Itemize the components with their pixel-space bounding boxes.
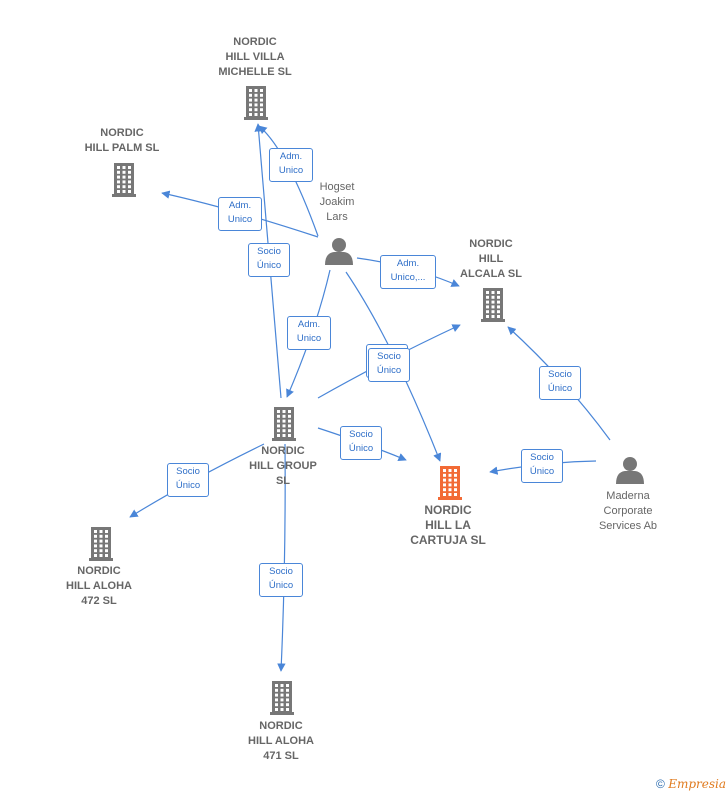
edge-label[interactable]: Socio Único xyxy=(259,563,303,597)
building-icon[interactable] xyxy=(112,163,136,197)
edge-label[interactable]: Adm. Unico xyxy=(218,197,262,231)
copyright-symbol: © xyxy=(656,777,665,791)
building-icon[interactable] xyxy=(481,288,505,322)
edge-label[interactable]: Socio Único xyxy=(167,463,209,497)
node-label-aloha472[interactable]: NORDIC HILL ALOHA 472 SL xyxy=(66,565,132,607)
node-label-villa_michelle[interactable]: NORDIC HILL VILLA MICHELLE SL xyxy=(218,36,292,78)
brand-name: Empresia xyxy=(668,777,726,791)
node-label-palm[interactable]: NORDIC HILL PALM SL xyxy=(84,127,160,154)
edge-label[interactable]: Adm. Unico,... xyxy=(380,255,436,289)
node-label-group[interactable]: NORDIC HILL GROUP SL xyxy=(249,445,317,487)
node-label-alcala[interactable]: NORDIC HILL ALCALA SL xyxy=(460,238,522,280)
footer-brand: © Empresia xyxy=(656,777,726,791)
edge-label[interactable]: Socio Único xyxy=(340,426,382,460)
edge-group-aloha471 xyxy=(277,443,286,672)
person-icon[interactable] xyxy=(325,238,353,265)
edge-label[interactable]: Adm. Unico xyxy=(287,316,331,350)
person-icon[interactable] xyxy=(616,457,644,484)
edge-label[interactable]: Socio Único xyxy=(248,243,290,277)
edge-label[interactable]: Socio Único xyxy=(368,348,410,382)
edge-label[interactable]: Socio Único xyxy=(539,366,581,400)
node-label-hogset[interactable]: Hogset Joakim Lars xyxy=(319,181,355,223)
building-icon[interactable] xyxy=(272,407,296,441)
edge-label[interactable]: Adm. Unico xyxy=(269,148,313,182)
node-label-cartuja[interactable]: NORDIC HILL LA CARTUJA SL xyxy=(410,503,486,547)
node-label-maderna[interactable]: Maderna Corporate Services Ab xyxy=(598,490,658,532)
building-icon[interactable] xyxy=(89,527,113,561)
building-icon[interactable] xyxy=(270,681,294,715)
edge-label[interactable]: Socio Único xyxy=(521,449,563,483)
building-icon[interactable] xyxy=(438,466,462,500)
building-icon[interactable] xyxy=(244,86,268,120)
node-label-aloha471[interactable]: NORDIC HILL ALOHA 471 SL xyxy=(248,720,314,762)
